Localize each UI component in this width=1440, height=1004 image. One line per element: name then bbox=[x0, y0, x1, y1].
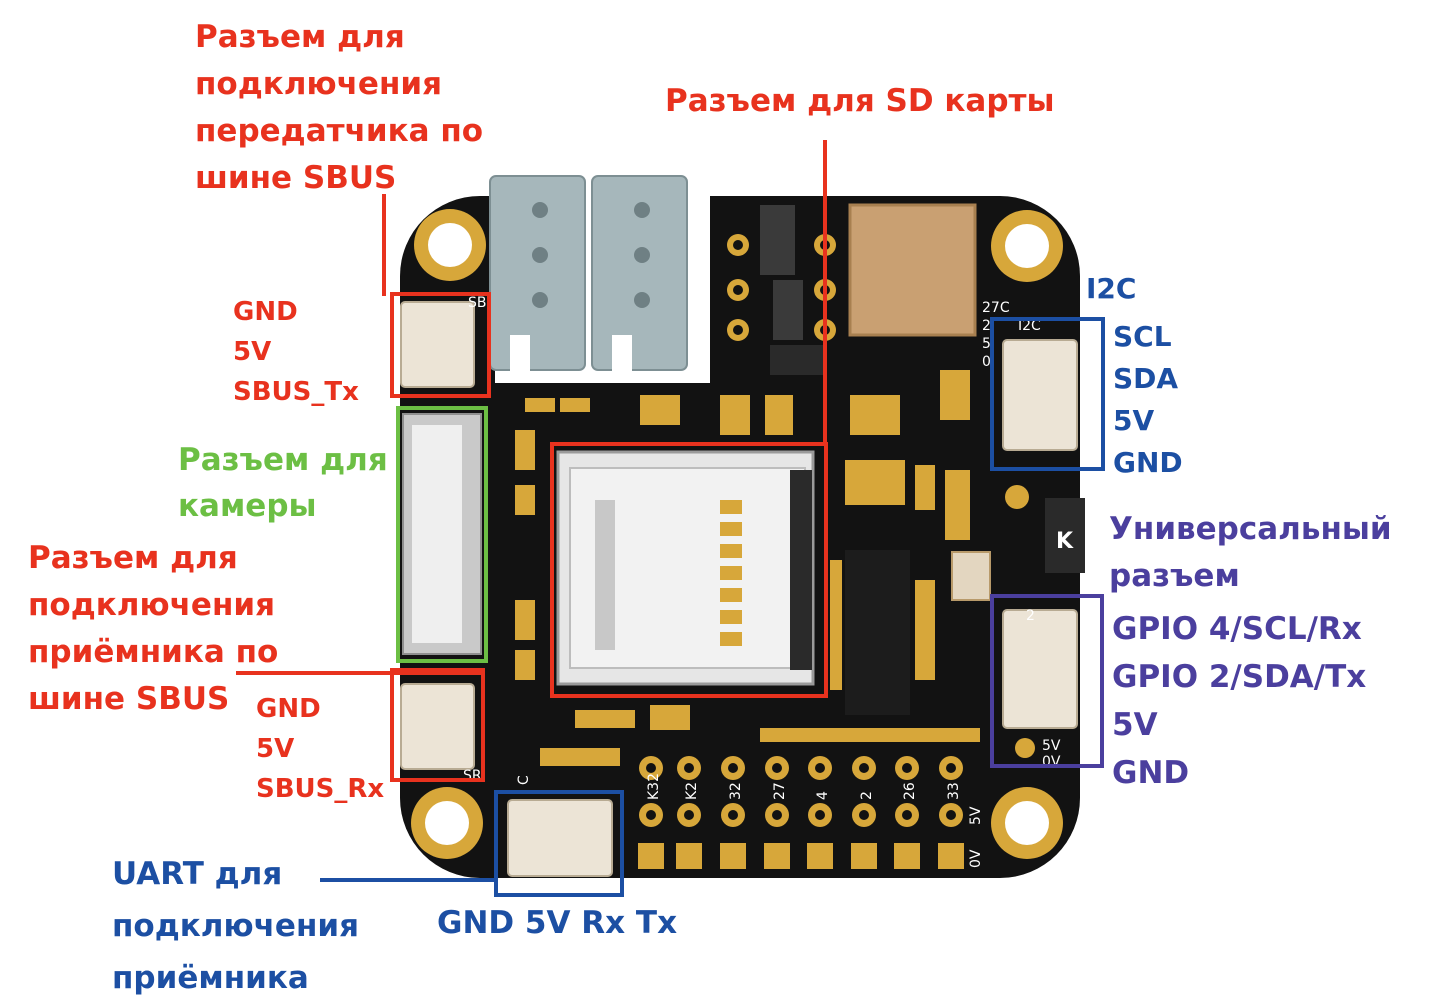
i2c-frame bbox=[990, 317, 1105, 471]
uart-title-line1: UART для bbox=[112, 856, 283, 892]
universal-title: Универсальный разъем bbox=[1109, 506, 1392, 600]
silk-i2c-27c: 27C bbox=[982, 300, 1010, 316]
motor-connectors bbox=[489, 175, 688, 371]
sbus-tx-pin-5v: 5V bbox=[233, 337, 272, 367]
sbus-rx-title-line1: Разъем для bbox=[28, 540, 238, 576]
sbus-rx-pin-signal: SBUS_Rx bbox=[256, 774, 385, 804]
sbus-rx-title-line2: подключения bbox=[28, 587, 275, 623]
sbus-rx-title-line4: шине SBUS bbox=[28, 681, 230, 717]
universal-pin-gpio4: GPIO 4/SCL/Rx bbox=[1112, 611, 1362, 647]
sbus-rx-pin-5v: 5V bbox=[256, 734, 295, 764]
universal-frame bbox=[990, 594, 1104, 768]
universal-pin-gnd: GND bbox=[1112, 755, 1190, 791]
jst-connectors bbox=[400, 301, 1078, 877]
sbus-rx-pin-gnd: GND bbox=[256, 694, 321, 724]
sd-card-slot bbox=[556, 450, 815, 686]
sd-frame bbox=[550, 442, 828, 698]
silk-power-5v: 5V bbox=[968, 806, 984, 825]
silk-pin-k32: K32 bbox=[646, 773, 662, 800]
sbus-tx-title-line2: подключения bbox=[195, 66, 442, 102]
sbus-rx-title: Разъем для подключения приёмника по шине… bbox=[28, 535, 278, 723]
silk-pin-k2: K2 bbox=[684, 782, 700, 800]
i2c-pin-sda: SDA bbox=[1113, 362, 1179, 395]
sbus-tx-pin-signal: SBUS_Tx bbox=[233, 377, 359, 407]
i2c-pin-5v: 5V bbox=[1113, 404, 1155, 437]
i2c-pins: SCL SDA 5V GND bbox=[1113, 316, 1183, 484]
i2c-pin-scl: SCL bbox=[1113, 320, 1172, 353]
mounting-holes bbox=[411, 209, 1063, 859]
silk-sbus: SB bbox=[468, 295, 487, 311]
camera-title-line1: Разъем для bbox=[178, 442, 388, 478]
camera-fpc-connector bbox=[402, 413, 482, 655]
sbus-tx-title-line1: Разъем для bbox=[195, 19, 405, 55]
sbus-tx-title-line4: шине SBUS bbox=[195, 160, 397, 196]
silk-universal-2: 2 bbox=[1026, 608, 1035, 624]
uart-title-line2: подключения bbox=[112, 908, 359, 944]
camera-title-line2: камеры bbox=[178, 488, 317, 524]
uart-title: UART для подключения приёмника bbox=[112, 848, 359, 1004]
silk-i2c-title: I2C bbox=[1018, 318, 1041, 334]
uart-title-line3: приёмника bbox=[112, 960, 309, 996]
silk-pin-26: 26 bbox=[902, 782, 918, 800]
sbus-tx-pins: GND 5V SBUS_Tx bbox=[233, 292, 359, 412]
silk-universal-5v: 5V bbox=[1042, 738, 1061, 754]
sbus-tx-pin-gnd: GND bbox=[233, 297, 298, 327]
silk-pin-27: 27 bbox=[772, 782, 788, 800]
silk-pin-33: 33 bbox=[946, 782, 962, 800]
camera-title: Разъем для камеры bbox=[178, 437, 388, 529]
universal-title-line1: Универсальный bbox=[1109, 511, 1392, 547]
universal-pin-5v: 5V bbox=[1112, 707, 1158, 743]
camera-frame bbox=[396, 406, 488, 663]
sbus-tx-title-line3: передатчика по bbox=[195, 113, 484, 149]
i2c-title: I2C bbox=[1086, 272, 1137, 305]
silk-pin-2: 2 bbox=[859, 791, 875, 800]
silk-uart: C bbox=[516, 775, 532, 785]
universal-title-line2: разъем bbox=[1109, 558, 1240, 594]
k-mark: K bbox=[1056, 529, 1074, 554]
sbus-rx-pins: GND 5V SBUS_Rx bbox=[256, 689, 384, 809]
silk-i2c-5: 5 bbox=[982, 336, 991, 352]
silk-pin-4: 4 bbox=[815, 791, 831, 800]
silk-power-0v: 0V bbox=[968, 849, 984, 868]
uart-frame bbox=[494, 790, 624, 897]
uart-pins: GND 5V Rx Tx bbox=[437, 905, 678, 941]
sbus-tx-frame bbox=[390, 292, 491, 398]
silk-i2c-2: 2 bbox=[982, 318, 991, 334]
silk-pin-32: 32 bbox=[728, 782, 744, 800]
universal-pins: GPIO 4/SCL/Rx GPIO 2/SDA/Tx 5V GND bbox=[1112, 605, 1366, 797]
universal-pin-gpio2: GPIO 2/SDA/Tx bbox=[1112, 659, 1367, 695]
sbus-rx-frame bbox=[390, 668, 485, 782]
sbus-tx-title: Разъем для подключения передатчика по ши… bbox=[195, 14, 483, 202]
i2c-pin-gnd: GND bbox=[1113, 446, 1183, 479]
silk-i2c-0: 0 bbox=[982, 354, 991, 370]
sbus-rx-title-line3: приёмника по bbox=[28, 634, 279, 670]
sd-title: Разъем для SD карты bbox=[665, 83, 1055, 119]
